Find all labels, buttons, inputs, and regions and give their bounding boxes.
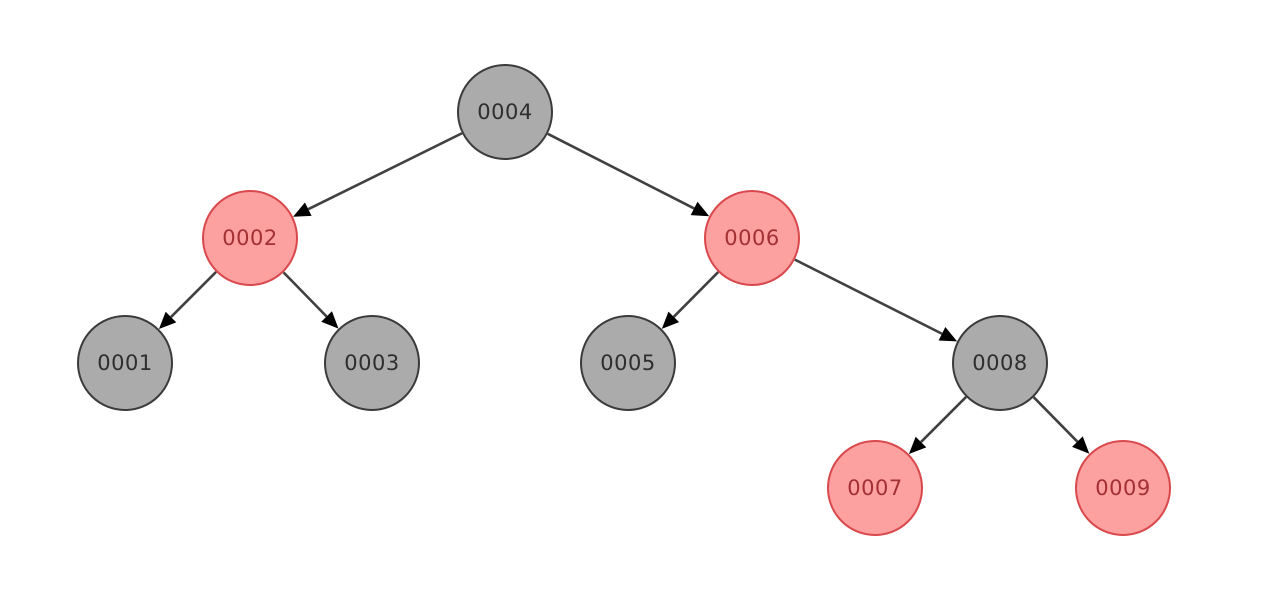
tree-edge-0004-to-0002	[307, 132, 463, 211]
tree-node-0006[interactable]: 0006	[704, 190, 800, 286]
arrowhead-icon-0008-to-0007	[908, 436, 927, 455]
tree-node-label: 0005	[600, 350, 656, 375]
tree-node-label: 0009	[1095, 475, 1151, 500]
arrowhead-icon-0004-to-0002	[293, 202, 312, 217]
tree-edge-0008-to-0007	[920, 396, 967, 443]
tree-node-label: 0006	[724, 225, 780, 250]
edges-group	[158, 132, 1090, 455]
tree-node-label: 0008	[972, 350, 1028, 375]
tree-node-label: 0007	[847, 475, 903, 500]
arrowhead-icon-0006-to-0005	[661, 311, 680, 329]
arrowhead-icon-0002-to-0003	[321, 311, 339, 329]
tree-node-0003[interactable]: 0003	[324, 315, 420, 411]
tree-edge-0002-to-0003	[282, 271, 328, 318]
tree-edge-0006-to-0005	[672, 271, 720, 318]
arrowhead-icon-0008-to-0009	[1072, 436, 1090, 454]
tree-node-0005[interactable]: 0005	[580, 315, 676, 411]
tree-edge-0002-to-0001	[170, 271, 217, 318]
tree-node-0001[interactable]: 0001	[77, 315, 173, 411]
tree-node-label: 0004	[477, 99, 533, 124]
arrowhead-icon-0002-to-0001	[158, 311, 177, 330]
tree-node-label: 0003	[344, 350, 400, 375]
tree-node-0008[interactable]: 0008	[952, 315, 1048, 411]
tree-node-label: 0002	[222, 225, 278, 250]
arrowhead-icon-0004-to-0006	[690, 201, 710, 217]
tree-node-0009[interactable]: 0009	[1075, 440, 1171, 536]
tree-edge-0006-to-0008	[794, 258, 943, 335]
arrowhead-icon-0006-to-0008	[938, 327, 958, 342]
tree-node-0007[interactable]: 0007	[827, 440, 923, 536]
tree-node-0004[interactable]: 0004	[457, 64, 553, 160]
tree-node-0002[interactable]: 0002	[202, 190, 298, 286]
tree-node-label: 0001	[97, 350, 153, 375]
tree-edge-0004-to-0006	[547, 132, 695, 210]
tree-edge-0008-to-0009	[1032, 396, 1079, 443]
